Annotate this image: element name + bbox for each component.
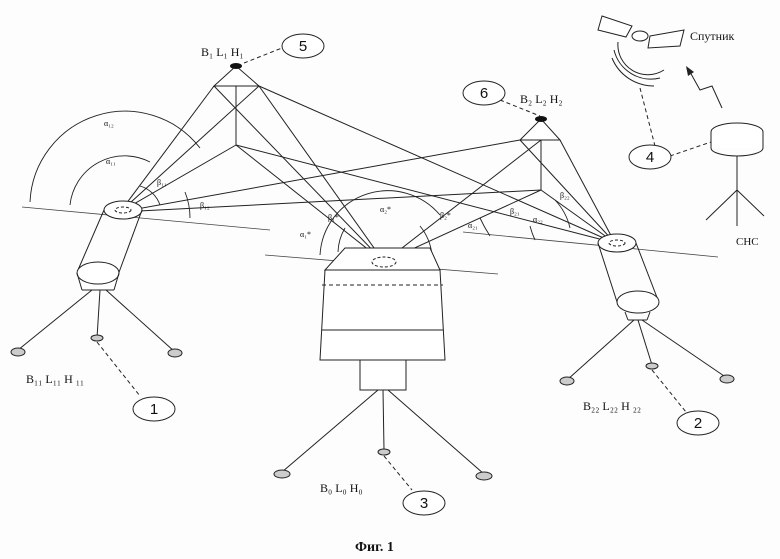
angle-alpha2-star: α₂* — [380, 205, 391, 214]
gnss-label: СНС — [736, 236, 759, 248]
marker-4: 4 — [629, 145, 671, 169]
satellite-label: Спутник — [690, 29, 735, 43]
angle-beta12: β₁₂ — [200, 201, 210, 210]
label-b2l2h2: B₂ L₂ H₂ — [520, 92, 563, 106]
angle-alpha21: α₂₁ — [468, 221, 478, 230]
instrument-0 — [274, 248, 492, 490]
svg-text:6: 6 — [480, 85, 488, 102]
instrument-1 — [11, 201, 182, 396]
angle-beta22: β₂₂ — [560, 191, 570, 200]
instrument-2 — [560, 234, 734, 412]
label-b0l0h0: B₀ L₀ H₀ — [320, 481, 363, 495]
svg-text:2: 2 — [694, 415, 702, 432]
label-b11l11h11: B₁₁ L₁₁ H ₁₁ — [26, 372, 84, 386]
target-2 — [120, 116, 615, 262]
marker-6: 6 — [463, 81, 505, 105]
angle-beta2-star: β₂* — [440, 211, 451, 220]
label-b1l1h1: B₁ L₁ H₁ — [201, 45, 244, 59]
svg-text:5: 5 — [299, 38, 307, 55]
leader-4b — [670, 142, 711, 156]
angle-alpha22: α₂₂ — [533, 215, 543, 224]
svg-text:4: 4 — [646, 149, 654, 166]
signal-icon — [686, 66, 722, 108]
figure-caption: Фиг. 1 — [355, 540, 394, 555]
angle-alpha12: α₁₂ — [104, 119, 114, 128]
gnss-receiver-icon — [706, 123, 764, 226]
svg-text:1: 1 — [150, 401, 158, 418]
angle-alpha11: α₁₁ — [106, 157, 116, 166]
angle-alpha1-star: α₁* — [300, 230, 311, 239]
marker-5: 5 — [282, 34, 324, 58]
marker-2: 2 — [677, 411, 719, 435]
svg-text:3: 3 — [420, 495, 428, 512]
angle-beta21: β₂₁ — [510, 207, 520, 216]
angle-beta11: β₁₁ — [157, 178, 167, 187]
satellite-icon — [598, 16, 684, 86]
leader-5 — [244, 48, 282, 63]
leader-4a — [640, 88, 655, 146]
marker-1: 1 — [133, 397, 175, 421]
label-b22l22h22: B₂₂ L₂₂ H ₂₂ — [583, 399, 641, 413]
marker-3: 3 — [403, 491, 445, 515]
angle-beta1-star: β₁* — [328, 213, 339, 222]
